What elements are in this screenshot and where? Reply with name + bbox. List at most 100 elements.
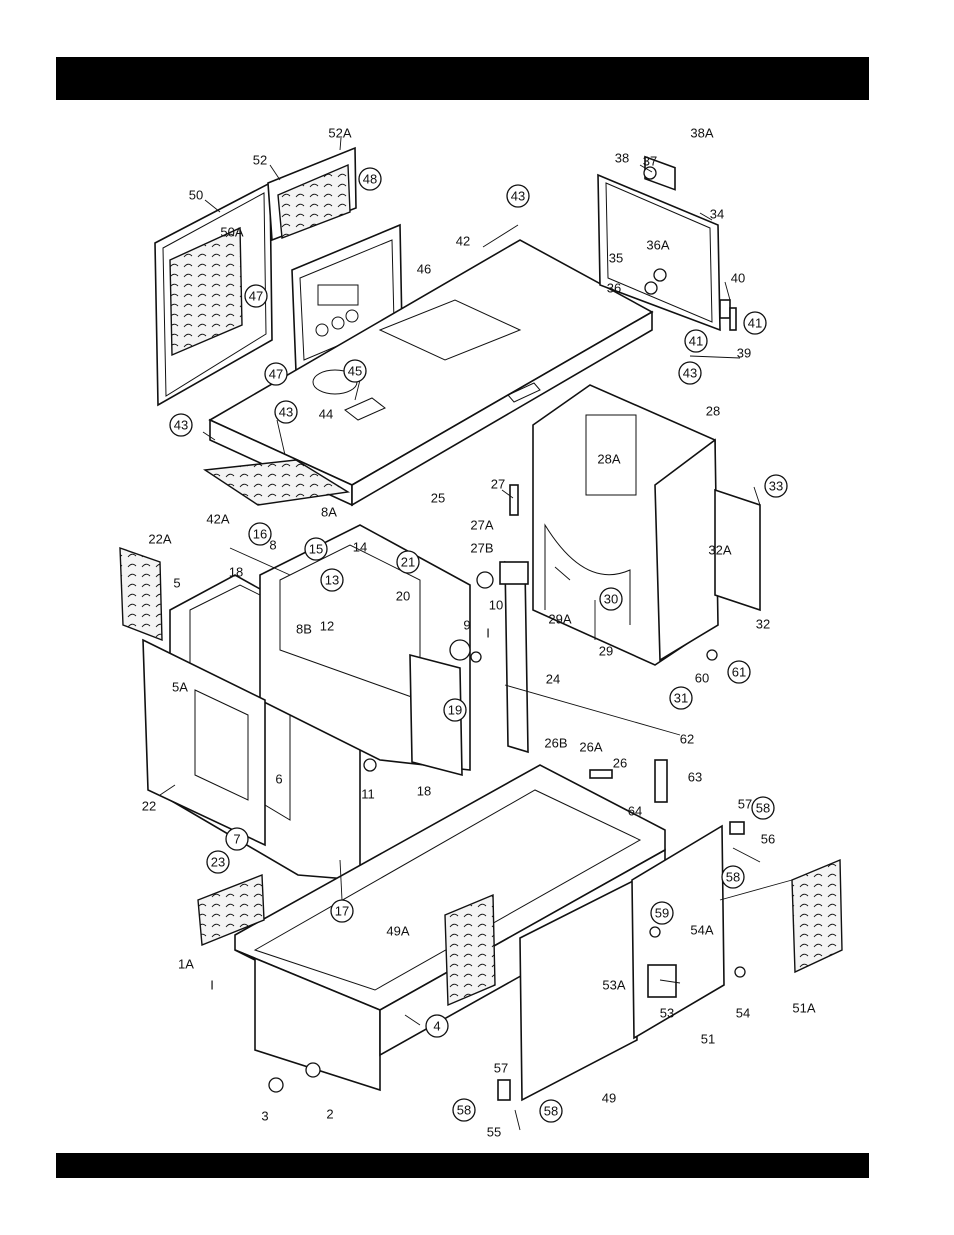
callout-text-13: 13 bbox=[325, 572, 339, 587]
callout-text-47b: 47 bbox=[269, 366, 283, 381]
circled-part-45: 45 bbox=[344, 360, 366, 382]
part-label-26: 26 bbox=[613, 755, 627, 770]
latch-39 bbox=[720, 300, 736, 330]
circled-part-4: 4 bbox=[426, 1015, 448, 1037]
part-label-29A: 29A bbox=[548, 611, 571, 626]
circled-part-58d: 58 bbox=[540, 1100, 562, 1122]
callout-text-7: 7 bbox=[233, 831, 240, 846]
callout-text-23: 23 bbox=[211, 854, 225, 869]
callout-text-30: 30 bbox=[604, 591, 618, 606]
callout-text-43c: 43 bbox=[174, 417, 188, 432]
circled-part-15: 15 bbox=[305, 538, 327, 560]
circled-part-17: 17 bbox=[331, 900, 353, 922]
callout-text-43d: 43 bbox=[279, 404, 293, 419]
circled-part-16: 16 bbox=[249, 523, 271, 545]
part-label-27A: 27A bbox=[470, 517, 493, 532]
part-label-46: 46 bbox=[417, 261, 431, 276]
part-label-62: 62 bbox=[680, 731, 694, 746]
part-label-27: 27 bbox=[491, 476, 505, 491]
part-label-18b: 18 bbox=[417, 783, 431, 798]
circled-part-48: 48 bbox=[359, 168, 381, 190]
part-label-49: 49 bbox=[602, 1090, 616, 1105]
circled-part-41b: 41 bbox=[744, 312, 766, 334]
part-label-39: 39 bbox=[737, 345, 751, 360]
part-label-25: 25 bbox=[431, 490, 445, 505]
callout-text-4: 4 bbox=[433, 1018, 440, 1033]
callout-text-21: 21 bbox=[401, 554, 415, 569]
callout-text-19: 19 bbox=[448, 702, 462, 717]
callout-text-17: 17 bbox=[335, 903, 349, 918]
part-label-50: 50 bbox=[189, 187, 203, 202]
circled-part-33: 33 bbox=[765, 475, 787, 497]
part-label-5: 5 bbox=[173, 575, 180, 590]
part-label-42: 42 bbox=[456, 233, 470, 248]
part-label-20: 20 bbox=[396, 588, 410, 603]
part-label-28: 28 bbox=[706, 403, 720, 418]
callout-text-41b: 41 bbox=[748, 315, 762, 330]
callout-text-58a: 58 bbox=[756, 800, 770, 815]
part-label-28A: 28A bbox=[597, 451, 620, 466]
grille-49A bbox=[445, 895, 495, 1005]
circled-part-47b: 47 bbox=[265, 363, 287, 385]
circled-part-21: 21 bbox=[397, 551, 419, 573]
part-label-44: 44 bbox=[319, 406, 333, 421]
callout-text-41a: 41 bbox=[689, 333, 703, 348]
part-label-54A: 54A bbox=[690, 922, 713, 937]
part-label-32A: 32A bbox=[708, 542, 731, 557]
grille-51A bbox=[792, 860, 842, 972]
circled-part-31: 31 bbox=[670, 687, 692, 709]
part-label-42A: 42A bbox=[206, 511, 229, 526]
part-label-52A: 52A bbox=[328, 125, 351, 140]
circled-part-43a: 43 bbox=[507, 185, 529, 207]
part-label-27B: 27B bbox=[470, 540, 493, 555]
part-label-5A: 5A bbox=[172, 679, 188, 694]
part-label-12: 12 bbox=[320, 618, 334, 633]
circled-part-30: 30 bbox=[600, 588, 622, 610]
callout-text-48: 48 bbox=[363, 171, 377, 186]
circled-part-23: 23 bbox=[207, 851, 229, 873]
part-label-36: 36 bbox=[607, 280, 621, 295]
callout-text-43b: 43 bbox=[683, 365, 697, 380]
circled-part-61: 61 bbox=[728, 661, 750, 683]
part-label-3: 3 bbox=[261, 1108, 268, 1123]
callout-text-45: 45 bbox=[348, 363, 362, 378]
part-label-63: 63 bbox=[688, 769, 702, 784]
grille-22A bbox=[120, 548, 162, 640]
circled-part-58c: 58 bbox=[453, 1099, 475, 1121]
part-label-37: 37 bbox=[643, 153, 657, 168]
part-label-2: 2 bbox=[326, 1106, 333, 1121]
part-label-57a: 57 bbox=[738, 796, 752, 811]
part-label-57b: 57 bbox=[494, 1060, 508, 1075]
callout-text-58c: 58 bbox=[457, 1102, 471, 1117]
part-label-56: 56 bbox=[761, 831, 775, 846]
part-label-10: 10 bbox=[489, 597, 503, 612]
part-label-1b: I bbox=[210, 977, 214, 992]
part-label-64: 64 bbox=[628, 803, 642, 818]
drawing-parts bbox=[120, 138, 842, 1130]
part-label-9: 9 bbox=[463, 617, 470, 632]
part-label-55: 55 bbox=[487, 1124, 501, 1139]
part-label-26B: 26B bbox=[544, 735, 567, 750]
part-label-52: 52 bbox=[253, 152, 267, 167]
part-label-8: 8 bbox=[269, 537, 276, 552]
part-label-22A: 22A bbox=[148, 531, 171, 546]
callout-text-16: 16 bbox=[253, 526, 267, 541]
part-label-22: 22 bbox=[142, 798, 156, 813]
part-label-35: 35 bbox=[609, 250, 623, 265]
circled-part-58a: 58 bbox=[752, 797, 774, 819]
part-label-8A: 8A bbox=[321, 504, 337, 519]
part-label-53: 53 bbox=[660, 1005, 674, 1020]
circled-part-43d: 43 bbox=[275, 401, 297, 423]
circled-part-43b: 43 bbox=[679, 362, 701, 384]
circled-part-58b: 58 bbox=[722, 866, 744, 888]
part-label-49A: 49A bbox=[386, 923, 409, 938]
part-label-26A: 26A bbox=[579, 739, 602, 754]
part-label-18a: 18 bbox=[229, 564, 243, 579]
part-label-6: 6 bbox=[275, 771, 282, 786]
part-label-1a: I bbox=[486, 625, 490, 640]
part-label-40: 40 bbox=[731, 270, 745, 285]
grille-52A bbox=[268, 148, 356, 240]
part-label-14: 14 bbox=[353, 539, 367, 554]
part-label-36A: 36A bbox=[646, 237, 669, 252]
